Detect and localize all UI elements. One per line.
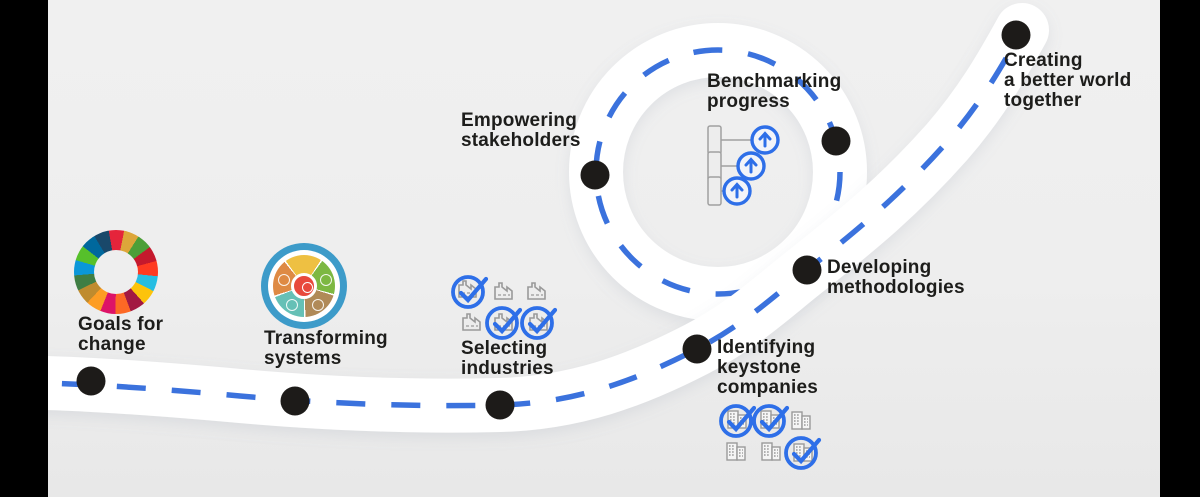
benchmark-row xyxy=(707,125,780,155)
label-transforming-systems: Transforming systems xyxy=(264,328,388,369)
check-circle-icon xyxy=(719,404,757,438)
milestone-dot-transforming-systems xyxy=(280,386,310,416)
check-circle-icon xyxy=(784,436,822,470)
right-letterbox-bar xyxy=(1160,0,1200,497)
milestone-dot-benchmarking-progress xyxy=(821,126,851,156)
sector-glyph-bottom-left xyxy=(286,299,298,311)
sdg-color-wheel-icon xyxy=(74,230,158,314)
factory-icon xyxy=(494,282,513,300)
milestone-dot-creating-a-better-world xyxy=(1001,20,1031,50)
factory-icon xyxy=(527,282,546,300)
label-selecting-industries: Selecting industries xyxy=(461,338,554,379)
benchmark-row xyxy=(707,151,766,181)
sector-glyph-left xyxy=(278,274,290,286)
check-circle-icon xyxy=(485,306,523,340)
systems-sector-wheel-icon xyxy=(261,243,347,329)
milestone-dot-goals-for-change xyxy=(76,366,106,396)
milestone-dot-empowering-stakeholders xyxy=(580,160,610,190)
milestone-dot-developing-methodologies xyxy=(792,255,822,285)
left-letterbox-bar xyxy=(0,0,48,497)
label-benchmarking-progress: Benchmarking progress xyxy=(707,71,842,112)
loop-dashed-line xyxy=(593,47,843,297)
up-arrow-icon xyxy=(758,131,772,148)
check-circle-icon xyxy=(451,275,489,309)
factory-icon xyxy=(462,313,481,331)
label-identifying-keystone-companies: Identifying keystone companies xyxy=(717,337,819,398)
label-goals-for-change: Goals for change xyxy=(78,314,164,355)
milestone-dot-identifying-keystone-companies xyxy=(682,334,712,364)
label-developing-methodologies: Developing methodologies xyxy=(827,257,965,298)
label-empowering-stakeholders: Empowering stakeholders xyxy=(461,110,581,151)
milestone-dot-selecting-industries xyxy=(485,390,515,420)
benchmark-row xyxy=(707,176,752,206)
building-icon xyxy=(791,411,811,430)
building-icon xyxy=(726,442,746,461)
up-arrow-icon xyxy=(730,182,744,199)
systems-wheel-core xyxy=(291,273,317,299)
benchmark-rows-icon xyxy=(707,125,780,206)
up-arrow-icon xyxy=(744,157,758,174)
road-dashed-line xyxy=(0,28,1025,409)
sector-glyph-bottom-right xyxy=(312,299,324,311)
label-creating-a-better-world: Creating a better world together xyxy=(1004,50,1132,111)
sdg-wheel-hole xyxy=(94,250,138,294)
building-icon xyxy=(761,442,781,461)
check-circle-icon xyxy=(520,306,558,340)
check-circle-icon xyxy=(752,404,790,438)
sector-glyph-right xyxy=(320,274,332,286)
